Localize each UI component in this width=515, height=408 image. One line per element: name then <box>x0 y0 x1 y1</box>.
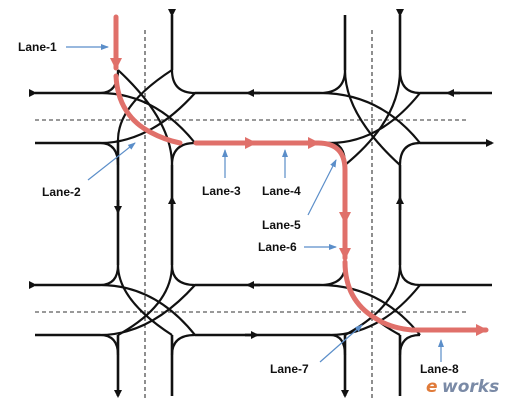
route-turn-3 <box>342 259 415 333</box>
route-turn-2 <box>315 140 348 173</box>
label-lane-1: Lane-1 <box>18 40 57 54</box>
intersection-top-left <box>99 69 196 166</box>
label-lane-2: Lane-2 <box>42 185 81 199</box>
label-lane-3: Lane-3 <box>202 184 241 198</box>
label-lane-6: Lane-6 <box>258 240 297 254</box>
road-lanes <box>29 9 494 398</box>
label-lane-7: Lane-7 <box>270 362 309 376</box>
intersection-top-right <box>319 69 421 166</box>
label-lane-5: Lane-5 <box>262 218 301 232</box>
callout-lane-5 <box>307 159 337 216</box>
eworks-watermark: e works <box>426 377 499 397</box>
watermark-suffix: works <box>442 377 499 397</box>
route-turn-1 <box>113 73 183 146</box>
lane-direction-arrows <box>114 89 460 339</box>
highlighted-route <box>110 14 489 336</box>
callout-lane-2 <box>87 142 136 181</box>
watermark-prefix: e <box>426 377 438 397</box>
callout-lane-7 <box>319 324 363 363</box>
lane-labels: Lane-1 Lane-2 Lane-3 Lane-4 Lane-5 Lane-… <box>18 40 459 376</box>
label-lane-4: Lane-4 <box>262 184 301 198</box>
intersection-bottom-left <box>99 264 196 356</box>
label-lane-8: Lane-8 <box>420 362 459 376</box>
intersection-bottom-right <box>319 264 421 356</box>
callout-arrows <box>66 44 444 363</box>
